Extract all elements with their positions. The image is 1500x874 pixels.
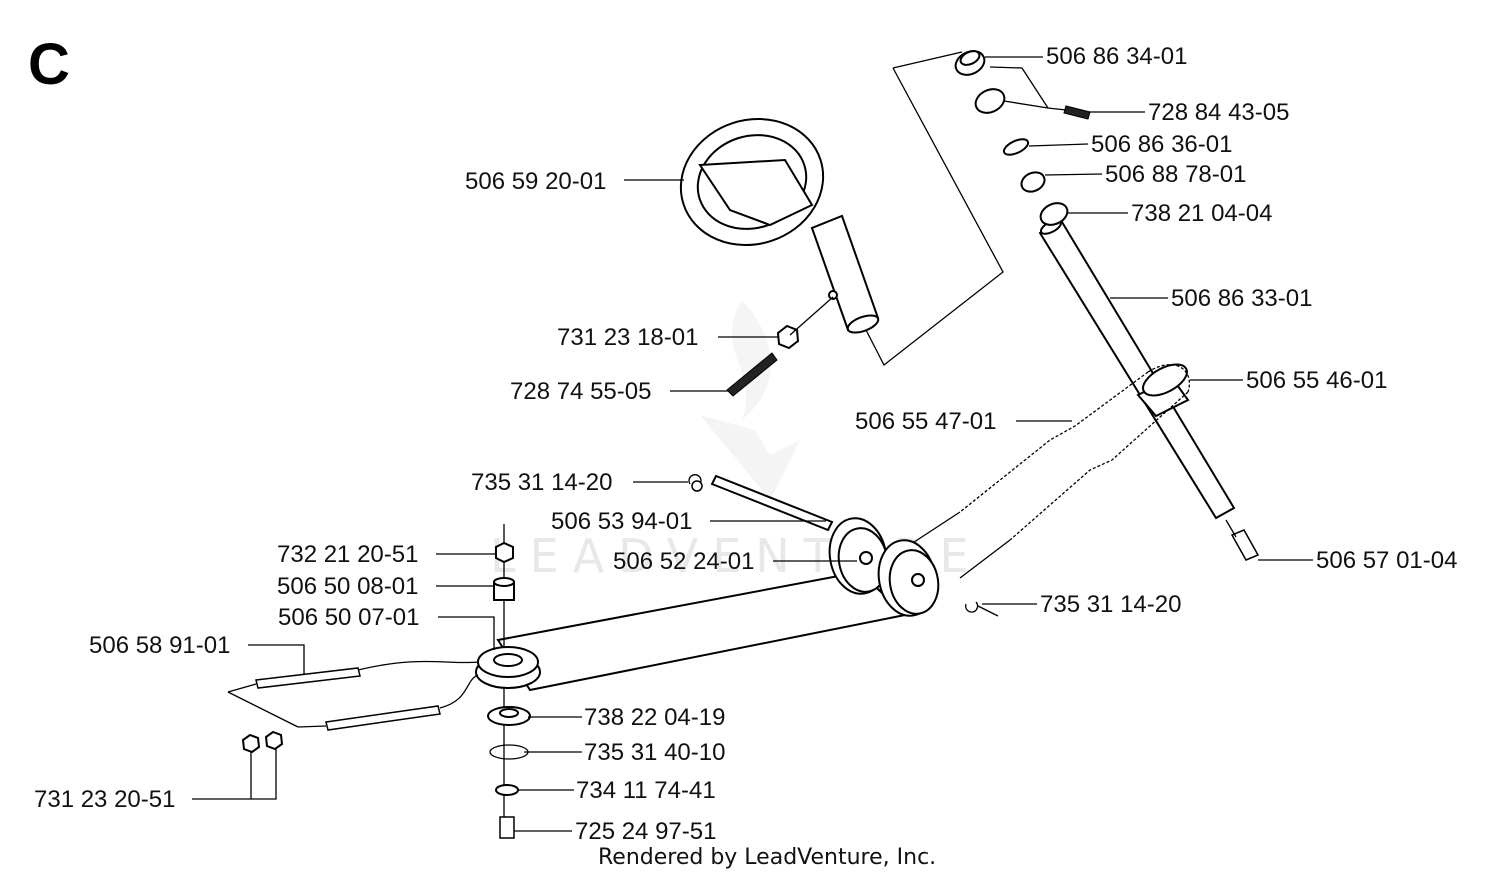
section-letter: C — [28, 32, 70, 97]
label-steering-wheel: 506 59 20-01 — [465, 168, 606, 195]
wheel-nut-drawing — [776, 296, 834, 350]
label-tie-rod-nuts: 731 23 20-51 — [34, 786, 175, 813]
part-labels: 506 59 20-01 506 86 34-01 728 84 43-05 5… — [34, 43, 1457, 845]
label-wheel-screw: 728 74 55-05 — [510, 378, 651, 405]
label-retaining-ring-left: 735 31 14-20 — [471, 469, 612, 496]
watermark-logo — [700, 300, 800, 500]
wheel-screw-drawing — [726, 352, 778, 397]
label-shaft-bolt: 506 57 01-04 — [1316, 547, 1457, 574]
label-lock-nut: 732 21 20-51 — [277, 541, 418, 568]
label-segment-gear: 506 50 07-01 — [278, 604, 419, 631]
label-bearing-bottom: 738 22 04-19 — [584, 704, 725, 731]
tie-rod-drawing — [227, 660, 479, 754]
label-bushing-top: 506 88 78-01 — [1105, 161, 1246, 188]
credit-line: Rendered by LeadVenture, Inc. — [598, 845, 936, 870]
label-pulley: 506 52 24-01 — [613, 548, 754, 575]
label-bearing-top: 738 21 04-04 — [1131, 200, 1272, 227]
label-pulley-axle: 506 53 94-01 — [551, 508, 692, 535]
label-washer-top: 506 86 36-01 — [1091, 131, 1232, 158]
label-tie-rod: 506 58 91-01 — [89, 632, 230, 659]
label-washer-bottom: 734 11 74-41 — [576, 777, 716, 804]
steering-wheel-drawing — [679, 51, 1004, 366]
label-bottom-screw: 725 24 97-51 — [575, 818, 716, 845]
label-collar-top: 506 86 34-01 — [1046, 43, 1187, 70]
segment-gear-drawing — [475, 524, 541, 839]
steering-shaft-drawing — [954, 50, 1260, 561]
label-sprocket: 506 55 46-01 — [1246, 367, 1387, 394]
label-set-screw: 728 84 43-05 — [1148, 99, 1289, 126]
label-spacer: 506 50 08-01 — [277, 573, 418, 600]
label-retaining-ring-right: 735 31 14-20 — [1040, 591, 1181, 618]
label-steering-shaft: 506 86 33-01 — [1171, 285, 1312, 312]
label-wheel-nut: 731 23 18-01 — [557, 324, 698, 351]
leader-lines — [192, 56, 1313, 832]
pulley-drawing — [496, 474, 999, 692]
label-snap-ring: 735 31 40-10 — [584, 739, 725, 766]
label-chain: 506 55 47-01 — [855, 408, 996, 435]
